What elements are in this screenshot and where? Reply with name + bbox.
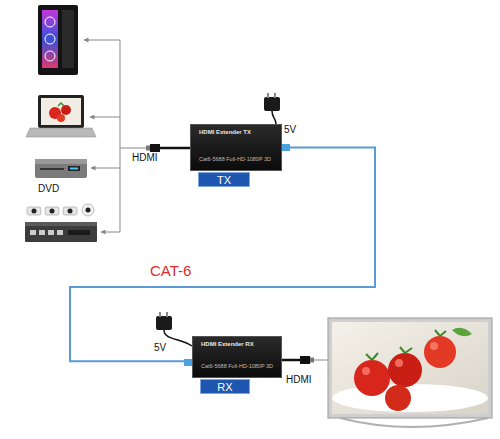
signal-label: HDMI bbox=[286, 374, 312, 385]
box-title: RX bbox=[217, 381, 232, 393]
hdmi-cable bbox=[282, 356, 330, 364]
signal-label: HDMI bbox=[132, 152, 158, 163]
tx-tag: TX bbox=[198, 172, 250, 187]
hdmi-cable bbox=[146, 144, 190, 152]
source-leader-lines bbox=[84, 40, 150, 232]
receiver-box: HDMI Extender RX Cat6-5688 Full-HD-1080P … bbox=[192, 336, 282, 378]
transmitter-box: HDMI Extender TX Cat6-5688 Full-HD-1080P … bbox=[190, 124, 282, 171]
box-model-text: Cat6-5688 Full-HD-1080P 3D bbox=[201, 363, 275, 369]
rj45-plug bbox=[184, 359, 192, 366]
box-model-text: Cat6-5688 Full-HD-1080P 3D bbox=[199, 156, 275, 162]
power-adapter bbox=[264, 93, 280, 124]
dvd-player bbox=[35, 159, 87, 178]
network-cable bbox=[70, 148, 375, 362]
rx-tag: RX bbox=[200, 379, 250, 394]
rj45-plug bbox=[282, 144, 290, 151]
cable-label: CAT-6 bbox=[150, 262, 191, 279]
nvr-cameras bbox=[25, 204, 97, 242]
voltage-label: 5V bbox=[284, 124, 296, 135]
television bbox=[328, 318, 492, 427]
laptop bbox=[26, 95, 96, 137]
voltage-label: 5V bbox=[154, 342, 166, 353]
box-title: TX bbox=[217, 174, 231, 186]
device-label: DVD bbox=[38, 183, 59, 194]
power-adapter bbox=[156, 312, 192, 346]
box-title: HDMI Extender TX bbox=[199, 129, 275, 135]
box-title: HDMI Extender RX bbox=[201, 341, 275, 347]
connector-layer bbox=[70, 148, 375, 362]
pc-tower bbox=[38, 5, 78, 75]
